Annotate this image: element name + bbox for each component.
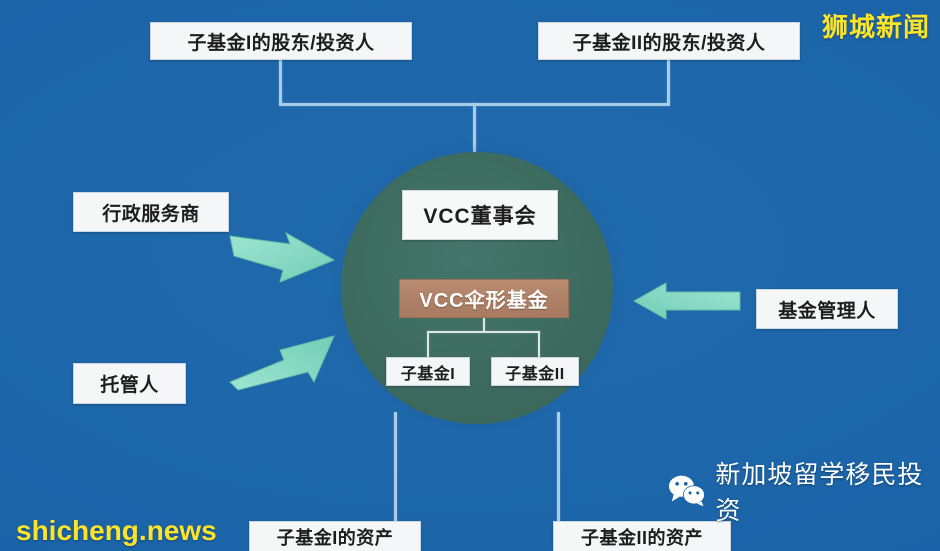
connector-bottom-left-leg <box>394 412 397 524</box>
connector-inner-left <box>427 331 429 357</box>
box-vcc-board-of-directors[interactable]: VCC董事会 <box>402 190 558 240</box>
box-custodian[interactable]: 托管人 <box>73 363 186 404</box>
arrow-admin-to-center-icon <box>229 231 336 283</box>
box-sub-fund-1[interactable]: 子基金I <box>386 357 470 386</box>
box-fund-manager[interactable]: 基金管理人 <box>756 289 898 329</box>
arrow-custodian-to-center-icon <box>229 335 335 391</box>
connector-inner-right <box>538 331 540 357</box>
watermark-wechat-account: 新加坡留学移民投资 <box>668 455 940 527</box>
box-subfund-2-assets[interactable]: 子基金II的资产 <box>553 521 731 551</box>
box-subfund-1-assets[interactable]: 子基金I的资产 <box>249 521 421 551</box>
watermark-site-name-cn: 狮城新闻 <box>821 12 930 42</box>
connector-inner-bar <box>427 331 540 333</box>
connector-top-center-stem <box>473 103 476 156</box>
box-subfund-1-shareholders[interactable]: 子基金I的股东/投资人 <box>150 22 412 60</box>
connector-top-left-drop <box>279 60 282 105</box>
box-subfund-2-shareholders[interactable]: 子基金II的股东/投资人 <box>538 22 800 60</box>
watermark-site-domain: shicheng.news <box>16 515 217 546</box>
arrow-manager-to-center-icon <box>632 282 741 320</box>
wechat-account-label: 新加坡留学移民投资 <box>715 461 924 525</box>
connector-bottom-right-leg <box>557 412 560 524</box>
connector-top-right-drop <box>667 60 670 105</box>
box-vcc-umbrella-fund[interactable]: VCC伞形基金 <box>399 279 569 318</box>
box-administrative-service-provider[interactable]: 行政服务商 <box>73 192 229 232</box>
wechat-icon <box>668 475 705 507</box>
connector-inner-stem <box>483 318 485 332</box>
box-sub-fund-2[interactable]: 子基金II <box>491 357 579 386</box>
